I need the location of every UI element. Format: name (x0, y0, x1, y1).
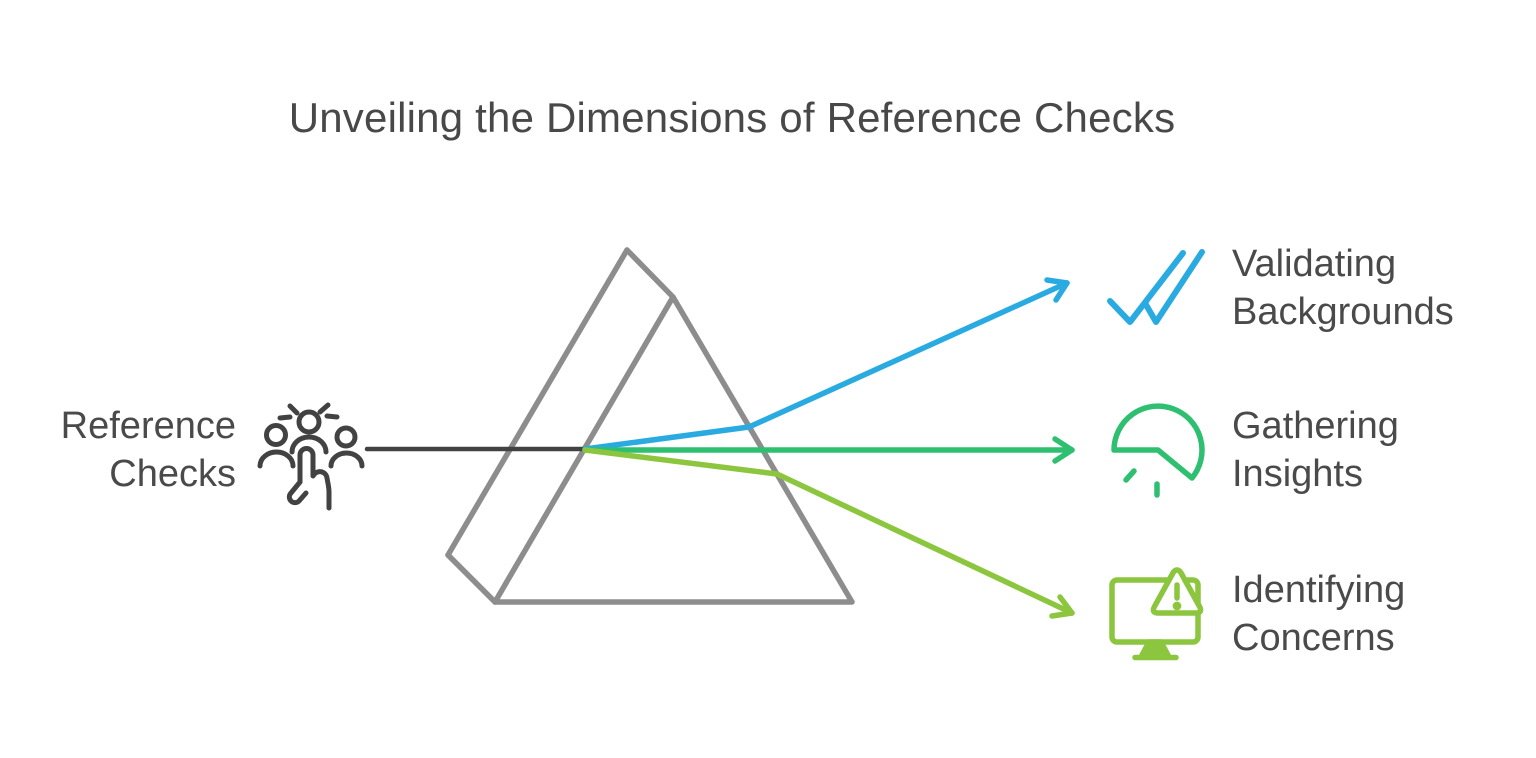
ray-validating (582, 277, 1070, 452)
prism-bottom-edge (445, 552, 498, 605)
warning-exclamation-dot (1172, 601, 1182, 611)
pie-wedge-shape (1111, 403, 1205, 481)
ray-dash-left (277, 414, 293, 421)
output-label-identifying-concerns: Identifying Concerns (1232, 569, 1406, 659)
ray-identifying (582, 447, 1075, 619)
person-left-shoulders (257, 449, 296, 469)
ray-validating-arrowhead (1044, 277, 1070, 303)
checkmark-one (1107, 250, 1186, 325)
monitor-alert-icon (1109, 567, 1204, 661)
page-title: Unveiling the Dimensions of Reference Ch… (288, 94, 1176, 141)
ray-gathering (582, 436, 1075, 464)
monitor-stand (1139, 639, 1171, 658)
ray-identifying-line (582, 447, 1075, 616)
people-selection-icon (257, 402, 365, 511)
ray-dash-right (324, 413, 340, 420)
output-label-gathering-insights: Gathering Insights (1232, 405, 1399, 495)
output-label-validating-backgrounds: Validating Backgrounds (1232, 243, 1454, 333)
person-middle-shoulders (289, 434, 329, 455)
person-middle-head (296, 409, 322, 435)
double-checkmark-icon (1107, 249, 1205, 325)
person-right-head (334, 425, 358, 449)
pointing-hand (297, 446, 332, 511)
prism-shape (445, 247, 855, 605)
ray-gathering-arrowhead (1052, 436, 1075, 464)
ray-validating-line (582, 280, 1070, 452)
pointing-hand-thumb (286, 479, 309, 506)
ray-dash-upper-right (317, 402, 331, 415)
checkmark-two (1142, 249, 1205, 325)
person-left-head (264, 423, 288, 447)
source-label: Reference Checks (60, 405, 236, 495)
pie-tick-left (1123, 468, 1137, 483)
ray-identifying-arrowhead (1049, 594, 1075, 619)
pie-gauge-icon (1111, 403, 1205, 498)
prism-back-edge (445, 247, 630, 558)
prism-top-ridge (624, 247, 676, 300)
person-right-shoulders (328, 450, 365, 469)
ray-dash-upper-left (287, 403, 300, 416)
